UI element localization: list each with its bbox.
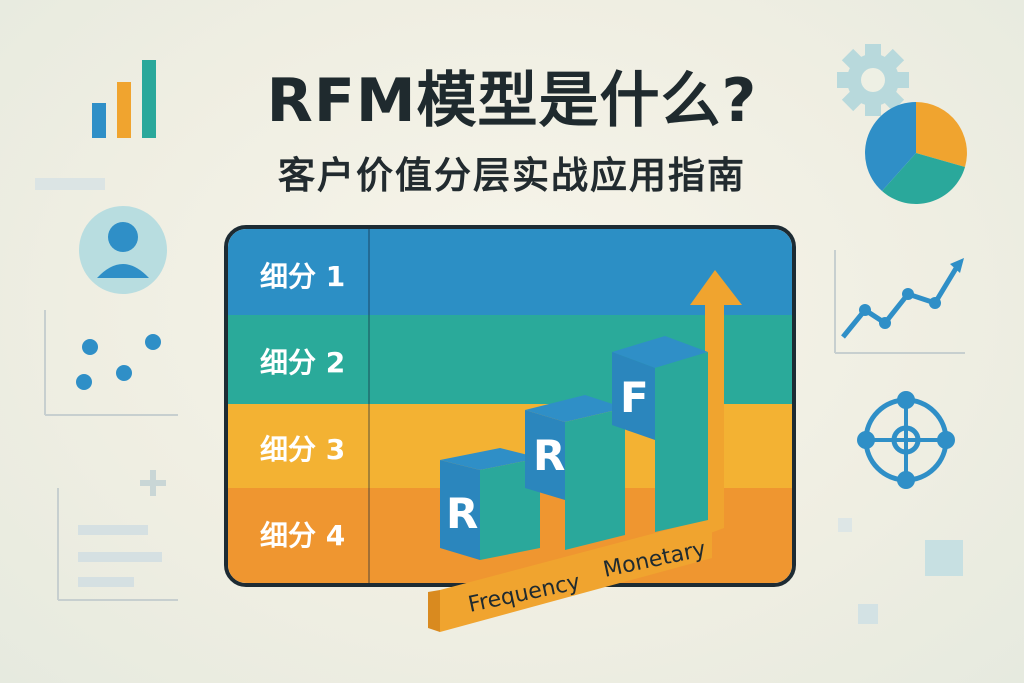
line-chart-icon <box>834 250 965 354</box>
document-lines-icon <box>57 488 178 601</box>
panel-divider <box>368 229 370 583</box>
rfm-block-2: R <box>525 395 625 550</box>
decor-square-tiny <box>838 518 852 532</box>
axis-ribbon-side <box>428 590 440 632</box>
pie-chart-icon <box>865 102 967 204</box>
rfm-block-3: F <box>612 336 708 532</box>
bar-chart-icon <box>92 60 156 138</box>
axis-ribbon <box>440 518 712 632</box>
page-subtitle: 客户价值分层实战应用指南 <box>278 154 746 197</box>
segment-label-2: 细分 2 <box>260 346 346 379</box>
decor-square <box>925 540 963 576</box>
page-title: RFM模型是什么? <box>266 66 758 136</box>
block-letter-2: R <box>533 431 565 480</box>
growth-arrow-shaft <box>705 305 724 535</box>
block-letter-1: R <box>446 489 478 538</box>
user-avatar-icon <box>79 206 167 294</box>
gear-icon <box>837 44 909 116</box>
plus-icon <box>140 470 166 496</box>
scatter-plot-icon <box>44 310 178 416</box>
decor-strip <box>35 178 105 190</box>
network-icon <box>857 391 955 489</box>
segment-label-4: 细分 4 <box>260 519 346 552</box>
segment-label-3: 细分 3 <box>260 433 346 466</box>
decor-square-small <box>858 604 878 624</box>
growth-arrow-head <box>690 270 742 305</box>
segment-label-1: 细分 1 <box>260 260 346 293</box>
block-letter-3: F <box>620 373 649 422</box>
